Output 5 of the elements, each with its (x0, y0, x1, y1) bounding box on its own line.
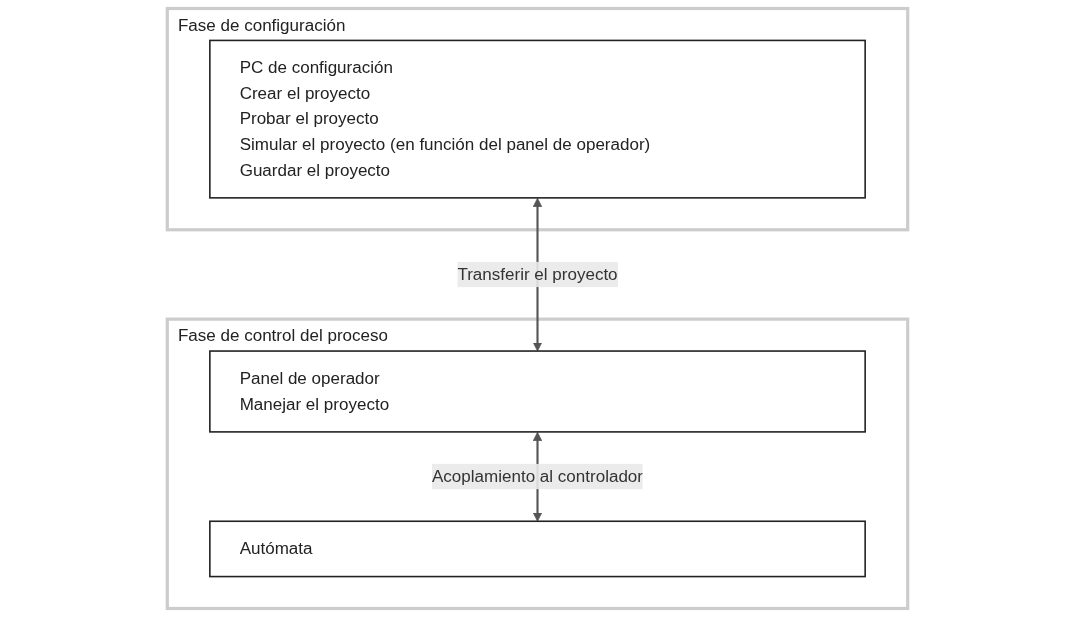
edge-label: Acoplamiento al controlador (432, 467, 643, 486)
node-box: PC de configuración Crear el proyecto Probar el proyecto Simular el proyecto (en función del panel de operador) Guardar el proyecto (209, 39, 866, 199)
node-box: Panel de operador Manejar el proyecto (209, 350, 866, 433)
edge-label: Transferir el proyecto (457, 264, 618, 283)
node-box: Autómata (209, 520, 866, 578)
